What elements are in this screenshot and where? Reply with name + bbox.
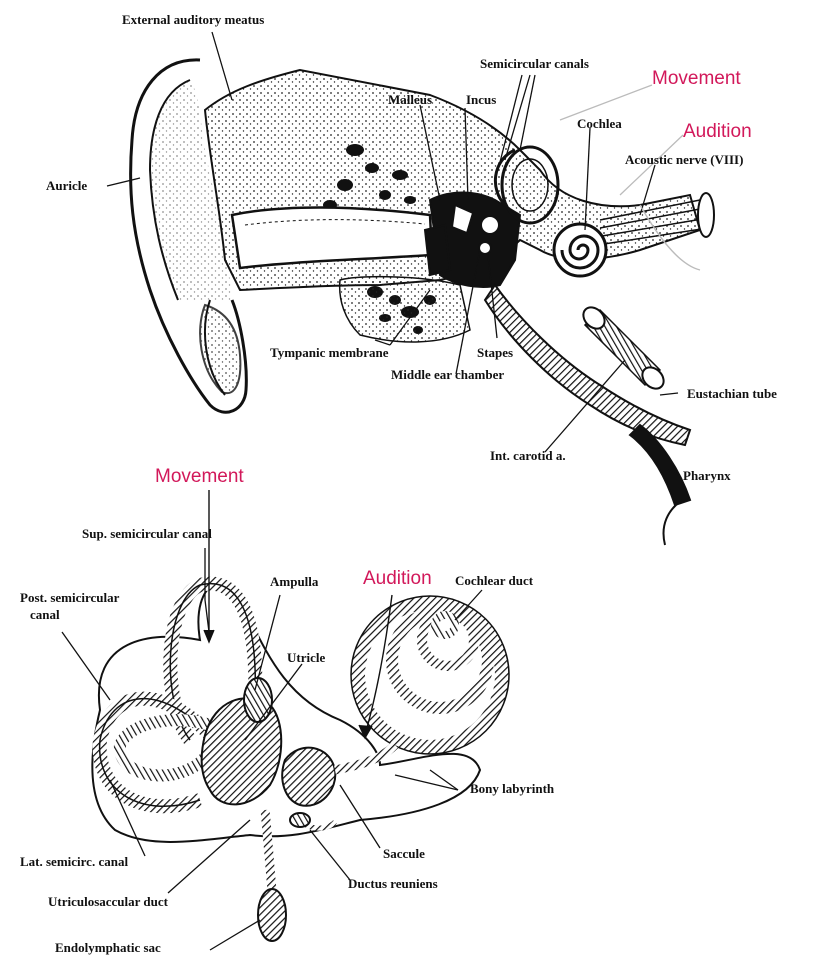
label-ampulla: Ampulla xyxy=(270,574,318,589)
label-bony-labyrinth: Bony labyrinth xyxy=(470,781,554,796)
label-post-semicircular-2: canal xyxy=(30,607,60,622)
ampulla xyxy=(244,678,272,722)
label-audition-top: Audition xyxy=(683,121,752,143)
cochlea-spiral xyxy=(554,224,606,276)
label-sup-semicircular-canal: Sup. semicircular canal xyxy=(82,526,212,541)
endolymphatic-sac xyxy=(258,889,286,941)
label-external-auditory-meatus: External auditory meatus xyxy=(122,12,264,27)
label-lat-semicirc-canal: Lat. semicirc. canal xyxy=(20,854,128,869)
membranous-labyrinth xyxy=(92,584,509,941)
label-int-carotid: Int. carotid a. xyxy=(490,448,566,463)
label-cochlea: Cochlea xyxy=(577,116,622,131)
label-post-semicircular-1: Post. semicircular xyxy=(20,590,119,605)
label-middle-ear-chamber: Middle ear chamber xyxy=(391,367,504,382)
label-stapes: Stapes xyxy=(477,345,513,360)
label-movement-bottom: Movement xyxy=(155,466,244,488)
label-malleus: Malleus xyxy=(388,92,432,107)
label-tympanic-membrane: Tympanic membrane xyxy=(270,345,389,360)
label-movement-top: Movement xyxy=(652,68,741,90)
label-saccule: Saccule xyxy=(383,846,425,861)
saccule xyxy=(282,748,335,806)
label-utriculosaccular-duct: Utriculosaccular duct xyxy=(48,894,168,909)
label-audition-bottom: Audition xyxy=(363,568,432,590)
label-semicircular-canals: Semicircular canals xyxy=(480,56,589,71)
label-auricle: Auricle xyxy=(46,178,87,193)
cochlear-duct-spiral xyxy=(351,596,509,754)
label-utricle: Utricle xyxy=(287,650,325,665)
label-cochlear-duct: Cochlear duct xyxy=(455,573,533,588)
label-incus: Incus xyxy=(466,92,496,107)
label-pharynx: Pharynx xyxy=(683,468,731,483)
label-eustachian-tube: Eustachian tube xyxy=(687,386,777,401)
label-endolymphatic-sac: Endolymphatic sac xyxy=(55,940,161,955)
label-ductus-reuniens: Ductus reuniens xyxy=(348,876,438,891)
label-acoustic-nerve: Acoustic nerve (VIII) xyxy=(625,152,743,167)
